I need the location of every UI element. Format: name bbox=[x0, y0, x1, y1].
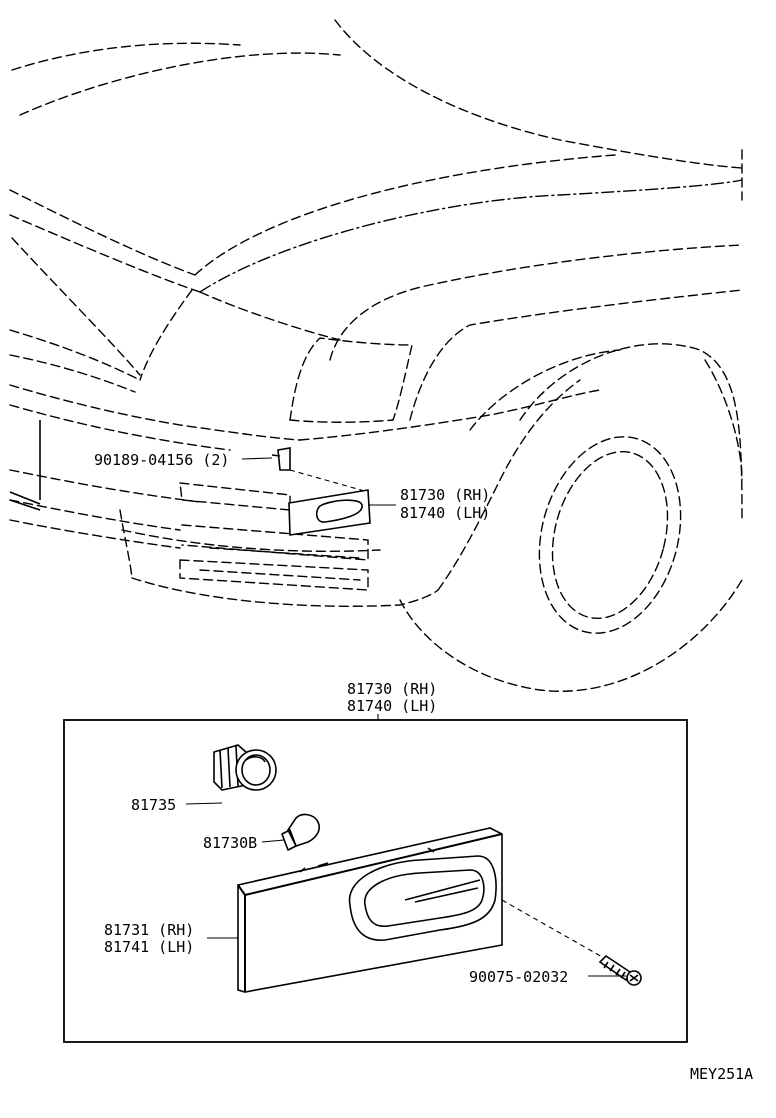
callout-clip: 90189-04156 (2) bbox=[94, 451, 229, 469]
callout-assy-rh: 81730 (RH) bbox=[347, 680, 437, 698]
car-body-outline bbox=[9, 19, 743, 692]
callout-lamp-lh: 81740 (LH) bbox=[400, 504, 490, 522]
callout-lens-rh: 81731 (RH) bbox=[104, 921, 194, 939]
wedge-bulb-icon bbox=[281, 813, 321, 851]
callout-lens-lh: 81741 (LH) bbox=[104, 938, 194, 956]
callout-lamp-rh: 81730 (RH) bbox=[400, 486, 490, 504]
leader-clip bbox=[241, 457, 273, 460]
tapping-screw-icon bbox=[501, 899, 642, 986]
side-marker-lens-icon bbox=[237, 827, 503, 993]
leader-bulb bbox=[261, 839, 285, 843]
bulb-socket-icon bbox=[213, 744, 277, 791]
callout-socket: 81735 bbox=[131, 796, 176, 814]
exploded-view-frame bbox=[63, 719, 688, 1043]
side-marker-lamp-on-car bbox=[288, 469, 371, 536]
callout-screw: 90075-02032 bbox=[469, 968, 568, 986]
figure-code: MEY251A bbox=[690, 1065, 753, 1083]
retaining-clip-icon bbox=[271, 447, 291, 471]
callout-assy-lh: 81740 (LH) bbox=[347, 697, 437, 715]
callout-bulb: 81730B bbox=[203, 834, 257, 852]
leader-socket bbox=[185, 802, 223, 805]
